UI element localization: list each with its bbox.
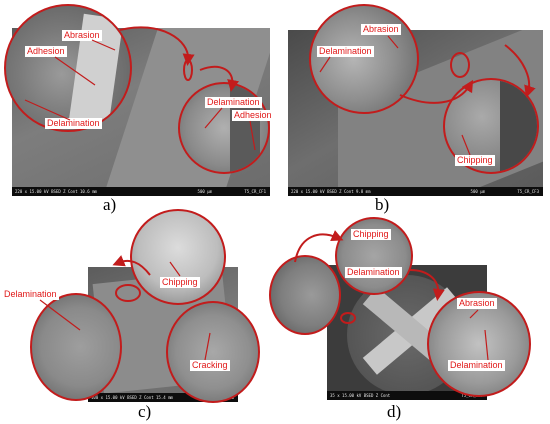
label-abrasion-b: Abrasion [361, 24, 401, 35]
label-abrasion-d: Abrasion [457, 298, 497, 309]
panel-label-d: d) [387, 402, 402, 421]
panel-label-b: b) [375, 195, 390, 214]
panel-a: 220 x 15.00 kV BSED Z Cont 10.6 mm 500 μ… [0, 0, 275, 215]
label-chipping-b: Chipping [455, 155, 495, 166]
zoom-circle-c-right [166, 301, 260, 403]
sem-info-bar-a: 220 x 15.00 kV BSED Z Cont 10.6 mm 500 μ… [12, 187, 270, 196]
label-delamination-a-left: Delamination [45, 118, 102, 129]
zoom-circle-d-left [269, 255, 341, 335]
zoom-circle-a-small [178, 82, 270, 174]
panel-c: 100 x 15.00 kV BSED Z Cont 15.4 mm T5_CR… [0, 209, 275, 424]
panel-d: 35 x 15.00 kV BSED Z Cont T5_CR_RDF Chip… [269, 215, 550, 424]
panel-b: 220 x 15.00 kV BSED Z Cont 9.8 mm 500 μm… [275, 0, 550, 215]
zoom-circle-c-left [30, 293, 122, 401]
label-delamination-d-top: Delamination [345, 267, 402, 278]
label-delamination-d-right: Delamination [448, 360, 505, 371]
label-abrasion-a: Abrasion [62, 30, 102, 41]
zoom-circle-a-large [4, 4, 132, 132]
panel-label-c: c) [138, 402, 152, 421]
label-delamination-c: Delamination [2, 289, 59, 300]
label-delamination-a-right: Delamination [205, 97, 262, 108]
zoom-circle-c-top [130, 209, 226, 305]
label-chipping-c: Chipping [160, 277, 200, 288]
label-adhesion-a: Adhesion [25, 46, 67, 57]
label-adhesion-a-right: Adhesion [232, 110, 274, 121]
label-chipping-d: Chipping [351, 229, 391, 240]
sem-info-bar-b: 220 x 15.00 kV BSED Z Cont 9.8 mm 500 μm… [288, 187, 543, 196]
zoom-circle-b-large [309, 4, 419, 114]
panel-label-a: a) [103, 195, 117, 214]
label-cracking-c: Cracking [190, 360, 230, 371]
label-delamination-b: Delamination [317, 46, 374, 57]
